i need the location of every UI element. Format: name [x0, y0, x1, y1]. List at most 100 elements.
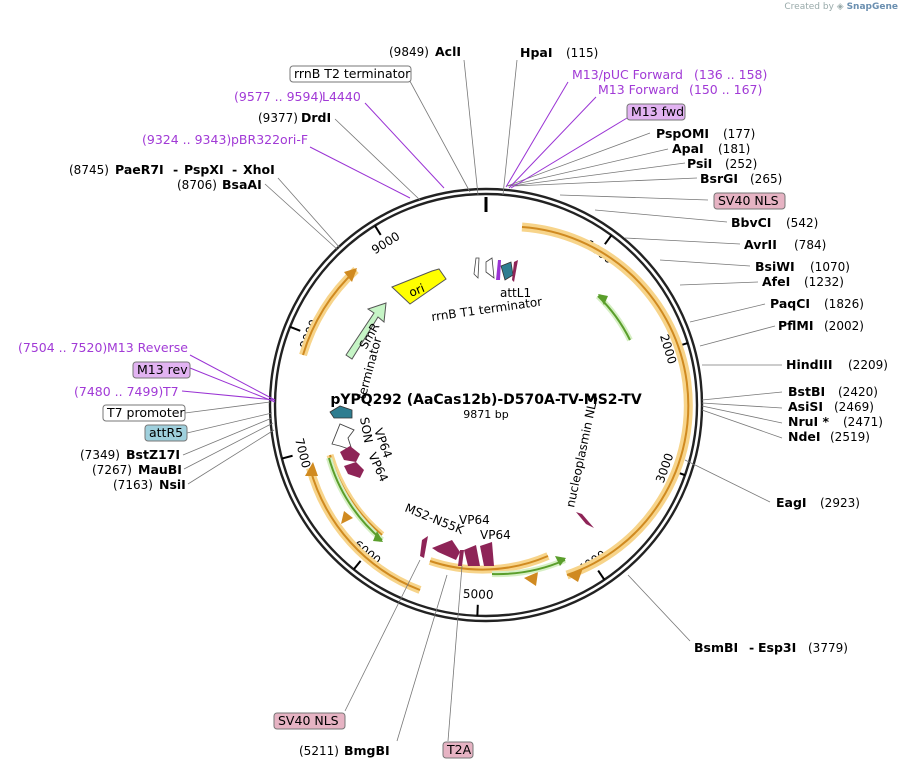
box-label: SV40 NLS	[718, 193, 779, 208]
primer-m13-forward: M13 Forward (150 .. 167)	[598, 82, 762, 97]
plasmid-name: pYPQ292 (AaCas12b)-D570A-TV-MS2-TV	[330, 392, 642, 408]
site-pos: (115)	[566, 46, 598, 60]
vp64-bottom-a-icon	[464, 545, 480, 566]
cds-left-arc	[306, 466, 422, 594]
site-name: EagI	[776, 495, 807, 510]
attl1-arrow-icon	[500, 261, 514, 281]
site-bsiwi: BsiWI (1070)	[755, 259, 850, 274]
site-pos: (784)	[794, 238, 826, 252]
plasmid-backbone	[268, 187, 704, 623]
box-label: T2A	[446, 742, 472, 757]
tick-label-9000: 9000	[369, 229, 402, 257]
box-sv40-nls-bottom: SV40 NLS	[273, 712, 346, 730]
vp64-left-b-icon	[344, 462, 364, 478]
tick-mark-7000	[281, 454, 293, 460]
primer-site-icon	[496, 260, 501, 280]
site-name: BsrGI	[700, 171, 738, 186]
t2a-icon	[458, 550, 464, 566]
site-name: DrdI	[301, 110, 331, 125]
site-pos: (1232)	[804, 275, 844, 289]
site-pos: (252)	[725, 157, 757, 171]
site-pos: (8706)	[177, 178, 217, 192]
box-label: SV40 NLS	[278, 713, 339, 728]
primer-pbr322ori-f: (9324 .. 9343) pBR322ori-F	[142, 132, 308, 147]
credit-created-by: Created by	[784, 2, 834, 12]
tick-mark-8000	[289, 325, 301, 332]
cds-left-arrow-icon	[305, 462, 318, 476]
green-feature-left-line	[328, 457, 383, 541]
site-paer7i-pspxi-xhoi: (8745) PaeR7I - PspXI - XhoI	[69, 162, 275, 177]
nucleoplasmin-label: nucleoplasmin NLS	[563, 394, 600, 509]
site-name: NdeI	[788, 429, 821, 444]
primer-name: T7	[162, 384, 179, 399]
green-bottom-arrow-icon	[555, 556, 566, 566]
sv40-nls-bottom-icon	[420, 536, 428, 558]
cds-left-line	[309, 467, 421, 591]
site-nsii: (7163) NsiI	[113, 477, 186, 492]
green-features	[326, 293, 633, 578]
box-m13-rev: M13 rev	[132, 361, 191, 379]
primer-pos: (9577 .. 9594)	[234, 89, 323, 104]
site-name: BsaAI	[222, 177, 262, 192]
cas12b-cds-line	[521, 226, 690, 576]
site-name: MauBI	[138, 462, 182, 477]
site-pos: (2209)	[848, 358, 888, 372]
site-pos: (2469)	[834, 400, 874, 414]
vp64-label-c: VP64	[459, 513, 490, 527]
site-name: PflMI	[778, 318, 814, 333]
site-ndei: NdeI (2519)	[788, 429, 870, 444]
ms2-label: MS2-N55K	[403, 501, 467, 538]
site-dash: -	[173, 162, 178, 177]
primer-name: L4440	[322, 89, 361, 104]
primer-pos: (7480 .. 7499)	[74, 384, 163, 399]
site-apai: ApaI (181)	[672, 141, 750, 156]
site-bmgbi: (5211) BmgBI	[299, 743, 390, 758]
site-avrii: AvrII (784)	[744, 237, 826, 252]
box-rrnb-t2-terminator: rrnB T2 terminator	[289, 65, 412, 83]
box-sv40-nls-top: SV40 NLS	[713, 192, 786, 210]
site-maubi: (7267) MauBI	[92, 462, 182, 477]
nucleoplasmin-nls-icon	[576, 512, 594, 528]
site-bsrgi: BsrGI (265)	[700, 171, 782, 186]
box-t2a: T2A	[442, 741, 474, 759]
site-name: BsiWI	[755, 259, 795, 274]
ori-label: ori	[407, 281, 427, 300]
tick-mark-4000	[597, 570, 606, 581]
primer-name: M13 Forward	[598, 82, 679, 97]
site-name: NruI *	[788, 414, 830, 429]
site-name-3: XhoI	[243, 162, 275, 177]
box-label: M13 fwd	[631, 104, 684, 119]
ori-arrow-icon	[391, 268, 447, 305]
site-name: HpaI	[520, 45, 553, 60]
site-pos: (2519)	[830, 430, 870, 444]
site-name: BstZ17I	[126, 447, 180, 462]
cds-left-inner-arrow-icon	[341, 511, 353, 524]
site-name: PspOMI	[656, 126, 709, 141]
green-right-arrow-icon	[598, 294, 608, 305]
green-feature-right-line	[597, 295, 631, 341]
snapgene-credit: Created by ◈ SnapGene	[784, 2, 898, 12]
cds-bottom-line	[429, 555, 549, 571]
son-arrow-icon	[331, 423, 355, 451]
site-acli: (9849) AclI	[389, 44, 461, 59]
smr-cds-arrow-icon	[344, 268, 357, 282]
box-t7-promoter: T7 promoter	[102, 404, 186, 422]
site-name: NsiI	[159, 477, 186, 492]
tick-label-7000: 7000	[292, 437, 313, 470]
credit-brand: SnapGene	[846, 2, 898, 12]
box-m13-fwd: M13 fwd	[626, 103, 686, 121]
ms2-n55k-arrow-icon	[432, 540, 460, 560]
attr5-arrow-icon	[329, 405, 353, 419]
primer-leader-lines	[181, 81, 628, 403]
tick-label-5000: 5000	[463, 587, 494, 602]
site-bbvci: BbvCI (542)	[731, 215, 818, 230]
site-eagi: EagI (2923)	[776, 495, 860, 510]
site-name: HindIII	[786, 357, 833, 372]
primer-pos: (150 .. 167)	[689, 82, 762, 97]
site-pos: (2471)	[843, 415, 883, 429]
site-bstz17i: (7349) BstZ17I	[80, 447, 180, 462]
primer-name: M13 Reverse	[107, 340, 188, 355]
primer-l4440: (9577 .. 9594) L4440	[234, 89, 361, 104]
box-attr5: attR5	[144, 424, 188, 442]
